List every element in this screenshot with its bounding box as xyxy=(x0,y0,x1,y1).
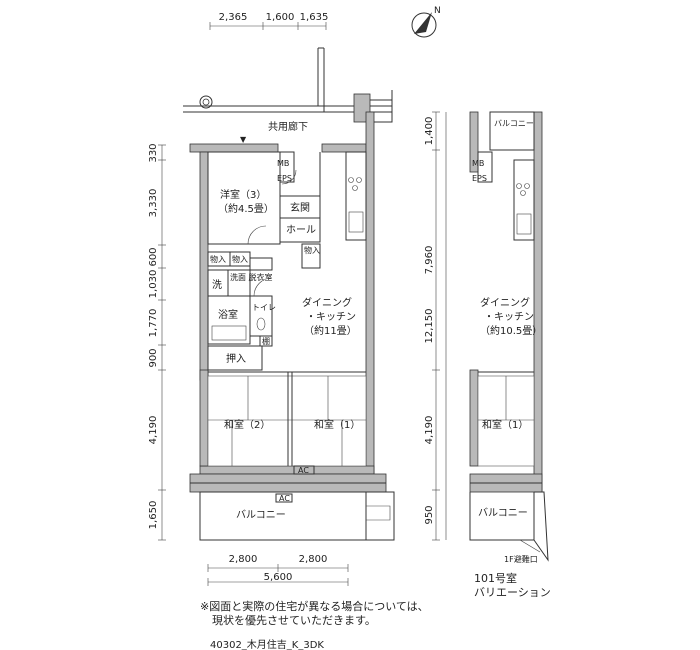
western-room: 洋室（3） （約4.5畳） xyxy=(207,151,281,245)
ac-label-1: AC xyxy=(298,466,309,475)
plan-code: 40302_木月住吉_K_3DK xyxy=(210,638,324,650)
left-dim-4: 1,030 xyxy=(148,270,159,299)
bottom-dim-1: 2,800 xyxy=(229,554,258,565)
note-line-2: 現状を優先させていただきます。 xyxy=(212,613,376,627)
wash-label: 洗 xyxy=(212,279,222,291)
var-balcony-top-label: バルコニー xyxy=(494,119,534,128)
storage-2-label: 物入 xyxy=(232,254,248,264)
dk-label-2: ・キッチン xyxy=(306,311,356,323)
bottom-dim-3: 5,600 xyxy=(264,572,293,583)
western-room-label: 洋室（3） xyxy=(220,188,266,201)
shelf-label: 棚 xyxy=(262,336,270,346)
kitchen-counter xyxy=(345,151,367,241)
entrance-area: 玄関 ホール ▼ xyxy=(240,135,321,243)
left-dim-8: 1,650 xyxy=(148,501,159,530)
var-mb-label: MB xyxy=(472,159,484,168)
dining-kitchen: ダイニング ・キッチン （約11畳） xyxy=(208,296,366,373)
variation-title-1: 101号室 xyxy=(474,571,517,585)
storage-3-label: 物入 xyxy=(304,245,320,255)
japanese-room-1-label: 和室（1） xyxy=(314,418,360,431)
left-dim-5: 1,770 xyxy=(148,309,159,338)
balcony: AC バルコニー xyxy=(199,491,395,541)
top-dimension-group: 2,365 1,600 1,635 xyxy=(209,12,329,30)
mb-label: MB xyxy=(277,159,289,168)
left-dim-1: 330 xyxy=(148,143,159,162)
dk-label-1: ダイニング xyxy=(302,296,352,309)
variation-title-2: バリエーション xyxy=(474,586,551,599)
hall-label: ホール xyxy=(286,224,316,236)
bottom-dim-2: 2,800 xyxy=(299,554,328,565)
left-dim-3: 600 xyxy=(148,247,159,266)
storage-row: 物入 物入 xyxy=(207,251,273,271)
left-dim-2: 3,330 xyxy=(148,189,159,218)
washroom-label: 洗面 脱衣室 xyxy=(230,272,273,282)
var-dk-label-1: ダイニング xyxy=(480,296,530,309)
top-dim-2: 1,600 xyxy=(266,12,295,23)
eps-label: EPS xyxy=(277,174,292,183)
mb-eps-block: MB EPS xyxy=(277,151,297,185)
var-balcony-label: バルコニー xyxy=(478,507,528,519)
right-dimension-group: 1,400 7,960 12,150 4,190 950 xyxy=(424,111,447,541)
top-dim-3: 1,635 xyxy=(300,12,329,23)
storage-1-label: 物入 xyxy=(210,254,226,264)
storage-hall: 物入 xyxy=(301,243,321,269)
var-dk-area: （約10.5畳） xyxy=(480,324,542,337)
evac-label: 1F避難口 xyxy=(504,554,538,564)
closet-label: 押入 xyxy=(226,352,246,365)
var-japanese-room-1-label: 和室（1） xyxy=(482,418,528,431)
bath-label: 浴室 xyxy=(218,308,238,321)
note-line-1: ※図面と実際の住宅が異なる場合については、 xyxy=(200,599,429,613)
left-dim-7: 4,190 xyxy=(148,416,159,445)
north-arrow-icon: N xyxy=(411,6,441,38)
entry-marker-icon: ▼ xyxy=(240,135,247,144)
compass-label: N xyxy=(434,6,441,16)
right-dim-5: 950 xyxy=(424,505,435,524)
western-room-area: （約4.5畳） xyxy=(218,202,274,215)
corridor-label: 共用廊下 xyxy=(268,120,308,133)
top-dim-1: 2,365 xyxy=(219,12,248,23)
entrance-label: 玄関 xyxy=(290,201,310,214)
toilet-label: トイレ xyxy=(252,303,276,312)
var-eps-label: EPS xyxy=(472,174,487,183)
right-dim-2: 7,960 xyxy=(424,246,435,275)
right-dim-4: 4,190 xyxy=(424,416,435,445)
japanese-rooms: 和室（2） 和室（1） AC xyxy=(207,372,367,475)
right-dim-1: 1,400 xyxy=(424,117,435,146)
variation-plan: バルコニー MB EPS ダイニング ・キッチン （約10.5畳） 和室（1） … xyxy=(469,111,551,599)
var-dk-label-2: ・キッチン xyxy=(484,311,534,323)
left-dimension-group: 330 3,330 600 1,030 1,770 900 4,190 1,65… xyxy=(148,143,166,541)
wet-area: 洗 洗面 脱衣室 浴室 トイレ 棚 xyxy=(207,269,276,347)
ac-label-2: AC xyxy=(279,494,290,503)
main-unit-walls xyxy=(189,111,387,493)
balcony-label: バルコニー xyxy=(236,509,286,521)
left-dim-6: 900 xyxy=(148,348,159,367)
japanese-room-2-label: 和室（2） xyxy=(224,418,270,431)
closet: 押入 xyxy=(207,345,263,371)
right-dim-3: 12,150 xyxy=(424,309,435,344)
bottom-dimension-group: 2,800 2,800 5,600 xyxy=(207,554,349,586)
corridor-structure xyxy=(183,47,393,123)
dk-area: （約11畳） xyxy=(304,324,357,337)
